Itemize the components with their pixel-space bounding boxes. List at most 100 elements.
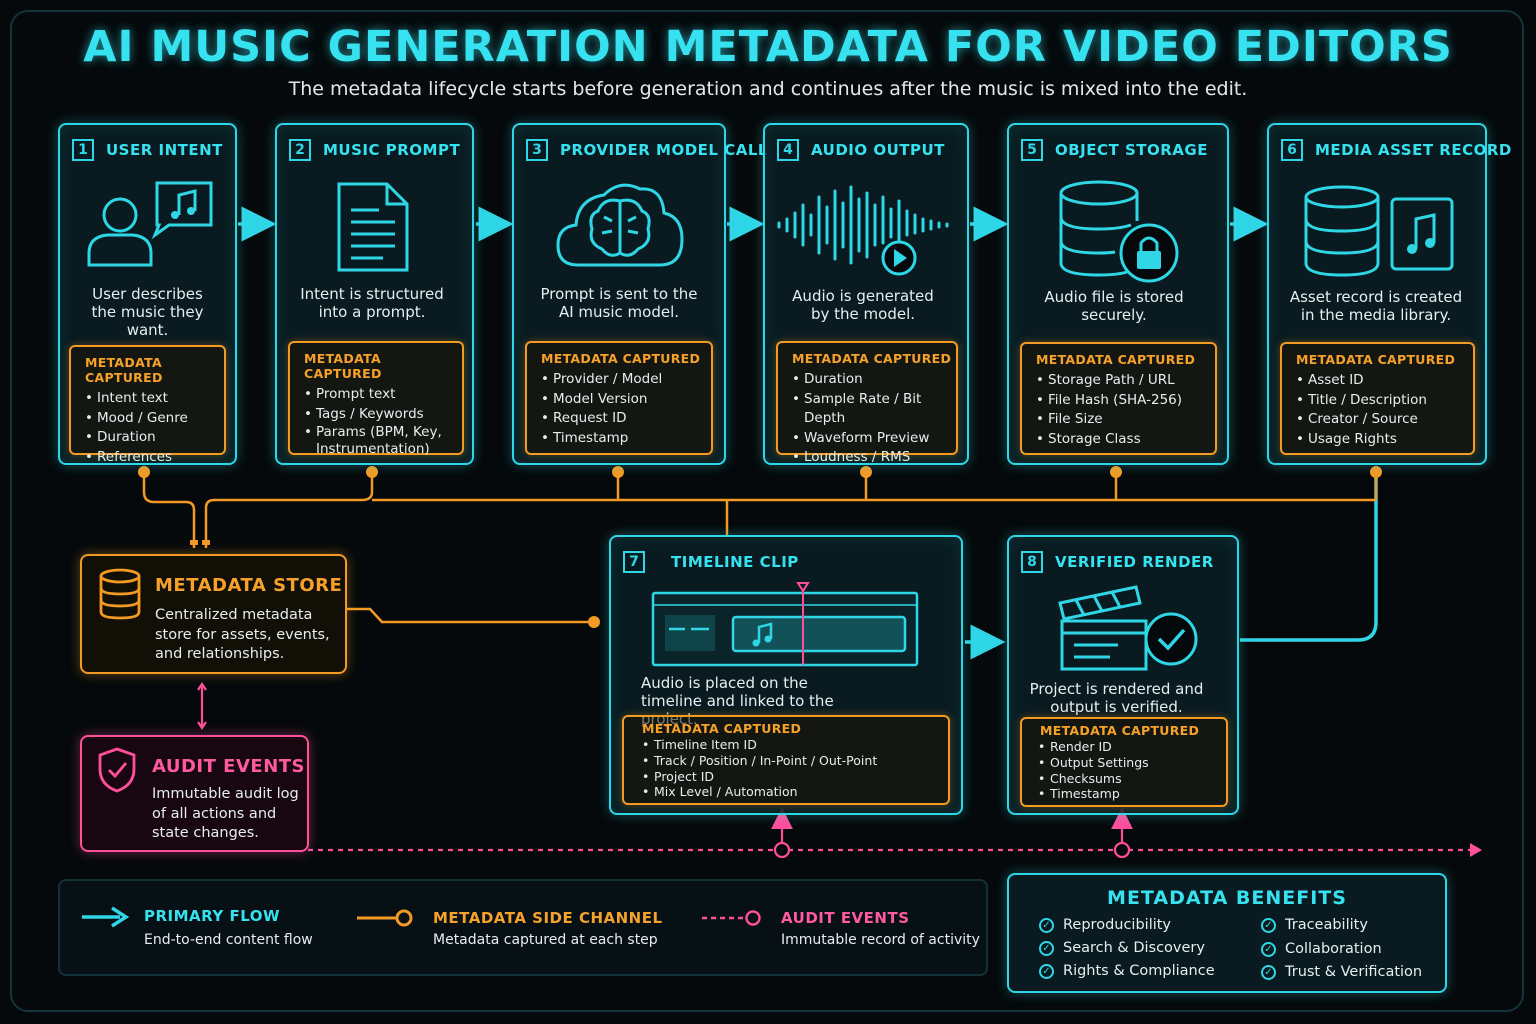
- metadata-box: METADATA CAPTURED Asset ID Title / Descr…: [1280, 342, 1475, 455]
- check-icon: ✓: [1039, 917, 1054, 933]
- metadata-item: Checksums: [1038, 771, 1226, 787]
- metadata-item: Title / Description: [1296, 391, 1473, 411]
- benefit-label: Search & Discovery: [1063, 940, 1205, 956]
- metadata-title: METADATA CAPTURED: [1296, 352, 1456, 367]
- step-description: Audio is generated by the model.: [792, 287, 934, 323]
- legend-primary-flow-title: PRIMARY FLOW: [144, 907, 281, 925]
- metadata-item: Timeline Item ID: [642, 737, 948, 753]
- metadata-title: METADATA CAPTURED: [1036, 352, 1196, 367]
- clapper-check-icon: [1058, 585, 1198, 671]
- legend-audit-desc: Immutable record of activity: [781, 932, 980, 948]
- document-icon: [337, 182, 409, 272]
- audit-channel: [197, 682, 1472, 859]
- benefit-label: Collaboration: [1285, 941, 1382, 957]
- benefit-label: Reproducibility: [1063, 917, 1172, 933]
- legend: PRIMARY FLOW End-to-end content flow MET…: [58, 879, 988, 976]
- metadata-item: Storage Class: [1036, 430, 1215, 450]
- metadata-item: Duration: [85, 428, 224, 448]
- legend-metadata-title: METADATA SIDE CHANNEL: [433, 909, 663, 927]
- benefit-item: ✓ Search & Discovery: [1039, 940, 1205, 956]
- step-number: 8: [1021, 551, 1043, 573]
- metadata-box: METADATA CAPTURED Intent text Mood / Gen…: [69, 345, 226, 467]
- metadata-nodes: [138, 466, 1382, 628]
- outer-frame: [10, 10, 1524, 1012]
- metadata-item: Mood / Genre: [85, 409, 224, 429]
- step-number: 4: [777, 139, 799, 161]
- metadata-item: File Size: [1036, 410, 1215, 430]
- step-description: Audio file is stored securely.: [1044, 288, 1184, 324]
- benefit-item: ✓Traceability: [1261, 917, 1368, 933]
- metadata-item: Loudness / RMS: [792, 448, 956, 468]
- metadata-item: Params (BPM, Key, Instrumentation): [304, 424, 462, 458]
- benefit-item: ✓Rights & Compliance: [1039, 963, 1215, 979]
- primary-flow-arrows: [238, 206, 1378, 660]
- step-number: 2: [289, 139, 311, 161]
- step-title: MUSIC PROMPT: [323, 141, 461, 159]
- step-title: VERIFIED RENDER: [1055, 553, 1214, 571]
- check-icon: ✓: [1039, 940, 1054, 956]
- step-title: MEDIA ASSET RECORD: [1315, 141, 1512, 159]
- shield-check-icon: [98, 747, 136, 793]
- benefit-item: ✓ Reproducibility: [1039, 917, 1171, 933]
- database-music-icon: [1304, 185, 1454, 277]
- metadata-item: File Hash (SHA-256): [1036, 391, 1215, 411]
- step-title: TIMELINE CLIP: [671, 553, 799, 571]
- metadata-item: References: [85, 448, 224, 468]
- metadata-item: Track / Position / In-Point / Out-Point: [642, 753, 948, 769]
- metadata-title: METADATA CAPTURED: [541, 351, 701, 366]
- step-title: USER INTENT: [106, 141, 223, 159]
- check-icon: ✓: [1261, 917, 1276, 933]
- metadata-box: METADATA CAPTURED Timeline Item ID Track…: [622, 715, 950, 805]
- metadata-item: Creator / Source: [1296, 410, 1473, 430]
- step-number: 3: [526, 139, 548, 161]
- metadata-title: METADATA CAPTURED: [792, 351, 952, 366]
- step-description: Prompt is sent to the AI music model.: [540, 285, 698, 321]
- step-card-music-prompt: 2 MUSIC PROMPT Intent is structured into …: [275, 123, 474, 465]
- check-icon: ✓: [1261, 964, 1276, 980]
- metadata-item: Tags / Keywords: [304, 405, 462, 425]
- metadata-item: Mix Level / Automation: [642, 784, 948, 800]
- legend-primary-flow-desc: End-to-end content flow: [144, 932, 313, 948]
- metadata-benefits: METADATA BENEFITS ✓Reproducibility ✓Sear…: [1007, 873, 1447, 993]
- cloud-brain-icon: [556, 183, 684, 267]
- step-number: 5: [1021, 139, 1043, 161]
- metadata-box: METADATA CAPTURED Prompt text Tags / Key…: [288, 341, 464, 458]
- check-icon: ✓: [1039, 963, 1054, 979]
- metadata-item: Output Settings: [1038, 755, 1226, 771]
- metadata-item: Storage Path / URL: [1036, 371, 1215, 391]
- primary-flow-arrow-icon: [82, 906, 130, 928]
- audit-events-description: Immutable audit log of all actions and s…: [152, 786, 299, 841]
- metadata-channel-icon: [357, 909, 413, 927]
- metadata-box: METADATA CAPTURED Storage Path / URL Fil…: [1020, 342, 1217, 455]
- metadata-item: Usage Rights: [1296, 430, 1473, 450]
- metadata-item: Asset ID: [1296, 371, 1473, 391]
- benefit-item: ✓ Collaboration: [1261, 941, 1382, 957]
- step-description: Asset record is created in the media lib…: [1289, 288, 1463, 324]
- step-description: Intent is structured into a prompt.: [300, 285, 444, 321]
- database-icon: [99, 568, 141, 620]
- step-description: Project is rendered and output is verifi…: [1029, 680, 1204, 716]
- audit-events-title: AUDIT EVENTS: [152, 756, 306, 777]
- audit-channel-icon: [702, 910, 761, 926]
- step-description: Audio is placed on the timeline and link…: [641, 674, 834, 728]
- metadata-title: METADATA CAPTURED: [1040, 723, 1200, 738]
- audit-arrow-head: [1470, 843, 1482, 857]
- metadata-store-title: METADATA STORE: [155, 575, 343, 596]
- step-description: User describes the music they want.: [91, 285, 204, 339]
- step-card-verified-render: 8 VERIFIED RENDER Project is rendered and…: [1007, 535, 1239, 815]
- check-icon: ✓: [1261, 941, 1276, 957]
- metadata-item: Request ID: [541, 409, 711, 429]
- page-subtitle: The metadata lifecycle starts before gen…: [288, 78, 1248, 100]
- metadata-box: METADATA CAPTURED Provider / Model Model…: [525, 341, 713, 455]
- metadata-item: Waveform Preview: [792, 429, 956, 449]
- metadata-box: METADATA CAPTURED Render ID Output Setti…: [1020, 717, 1228, 807]
- metadata-item: Render ID: [1038, 739, 1226, 755]
- metadata-item: Timestamp: [541, 429, 711, 449]
- legend-metadata-desc: Metadata captured at each step: [433, 932, 658, 948]
- timeline-icon: [651, 582, 919, 667]
